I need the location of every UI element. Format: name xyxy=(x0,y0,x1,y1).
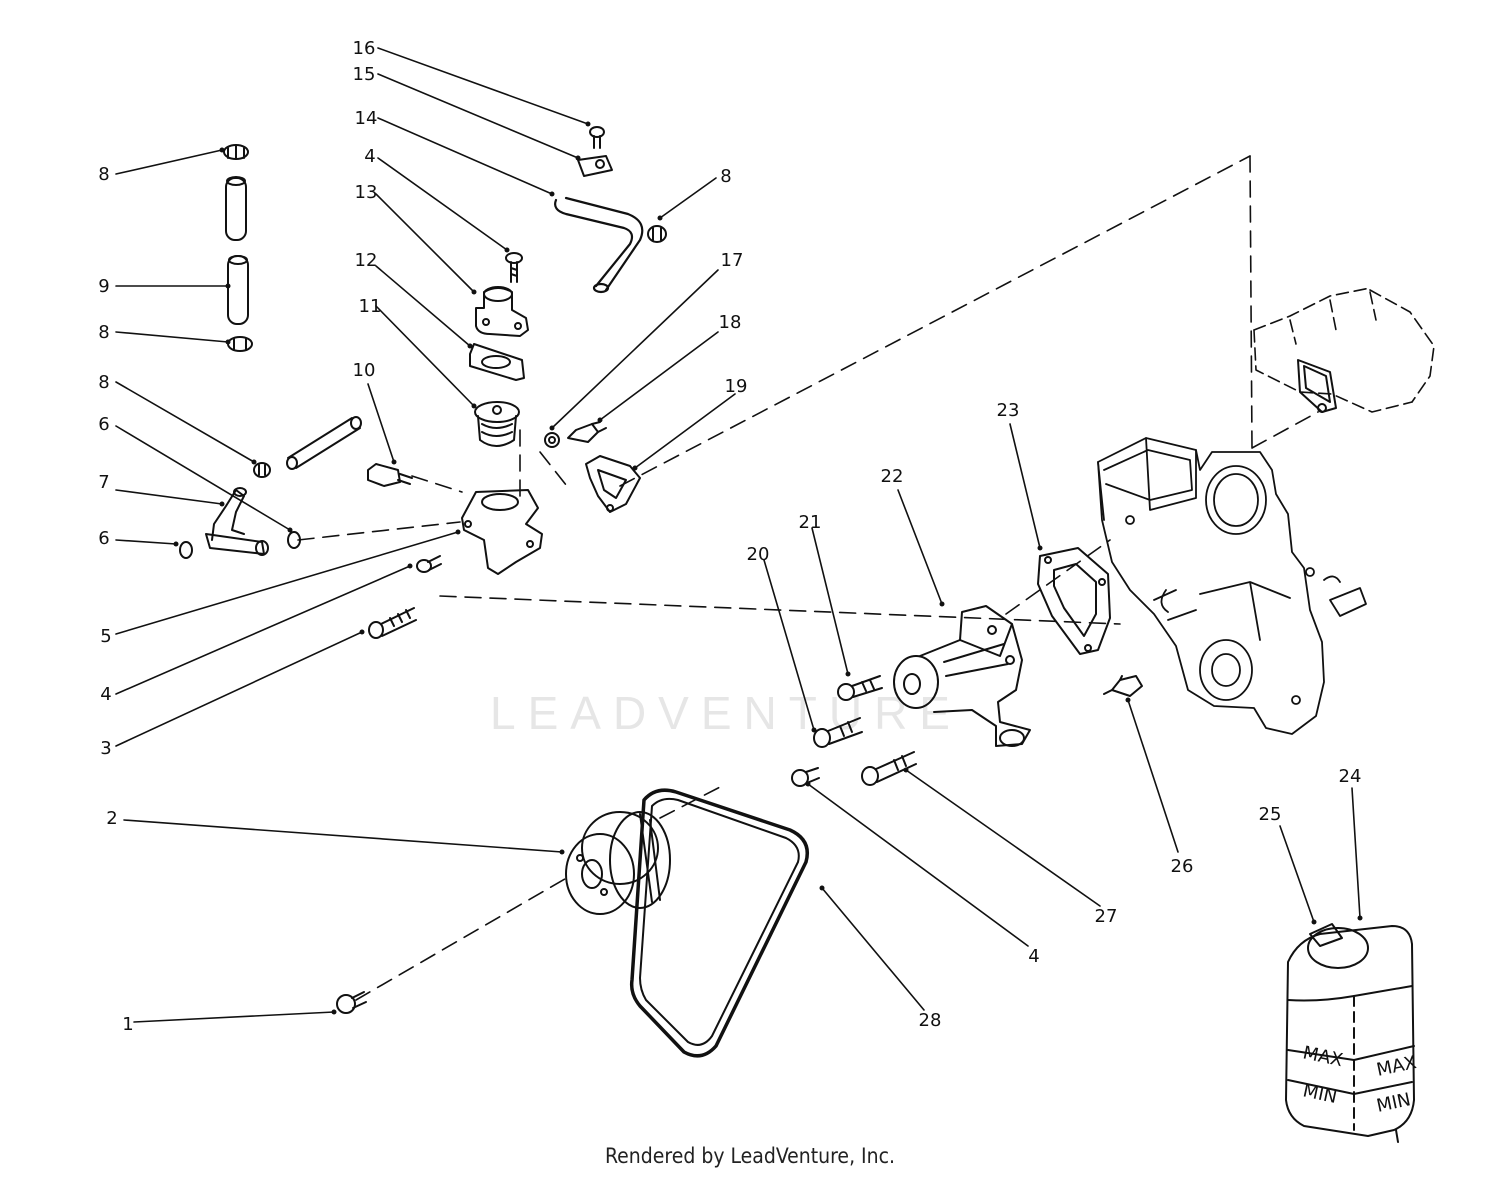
bolt-3-long xyxy=(368,607,417,639)
reserve-tank-cap xyxy=(1307,923,1369,969)
callout-8: 8 xyxy=(98,322,109,343)
thermostat-cover-13 xyxy=(475,286,529,337)
callout-10: 10 xyxy=(353,360,376,381)
tank-min-mark-left: MIN xyxy=(1301,1080,1339,1108)
callout-1: 1 xyxy=(122,1014,133,1035)
callout-19: 19 xyxy=(725,376,748,397)
callout-5: 5 xyxy=(100,626,111,647)
gear-case-cover xyxy=(1097,437,1367,735)
watermark: LEADVENTURE xyxy=(490,687,962,739)
assembly-dashed-lines xyxy=(297,155,1319,1001)
thermostat-gasket-12 xyxy=(469,343,525,381)
water-pump-22 xyxy=(893,605,1031,747)
bolt-21 xyxy=(837,675,883,701)
hose-clamp-lower xyxy=(227,336,253,352)
hose-clamp-top xyxy=(223,144,249,160)
callout-16: 16 xyxy=(353,38,376,59)
hose-upper xyxy=(225,176,247,241)
bypass-pipe-14 xyxy=(554,196,644,294)
outlet-gasket-19 xyxy=(585,455,641,513)
tank-max-mark-right: MAX xyxy=(1375,1052,1419,1081)
callout-6: 6 xyxy=(98,414,109,435)
hose-clamp-right xyxy=(647,225,667,243)
callout-27: 27 xyxy=(1095,906,1118,927)
callout-12: 12 xyxy=(355,250,378,271)
sender-26 xyxy=(1103,675,1143,697)
bolt-16 xyxy=(589,126,605,149)
bolt-4-lower xyxy=(791,767,820,787)
callout-8: 8 xyxy=(98,164,109,185)
callout-28: 28 xyxy=(919,1010,942,1031)
callout-14: 14 xyxy=(355,108,378,129)
callout-8: 8 xyxy=(720,166,731,187)
callout-18: 18 xyxy=(719,312,742,333)
pump-gasket-23 xyxy=(1037,547,1111,655)
leader-lines xyxy=(115,47,1361,1023)
callout-2: 2 xyxy=(106,808,117,829)
o-ring-6-right xyxy=(287,531,301,549)
callout-11: 11 xyxy=(359,296,382,317)
fan-pulley-2 xyxy=(565,811,671,915)
callout-4: 4 xyxy=(100,684,111,705)
v-belt-28 xyxy=(629,788,809,1058)
temp-switch-10 xyxy=(367,463,413,487)
hose-lower xyxy=(227,255,249,325)
callout-21: 21 xyxy=(799,512,822,533)
o-ring-6-left xyxy=(179,541,193,559)
temp-sender-18 xyxy=(567,421,607,443)
callout-25: 25 xyxy=(1259,804,1282,825)
callout-22: 22 xyxy=(881,466,904,487)
callout-17: 17 xyxy=(721,250,744,271)
engine-block-fragment xyxy=(1253,287,1435,413)
callout-4: 4 xyxy=(364,146,375,167)
callout-9: 9 xyxy=(98,276,109,297)
bolt-4-upper xyxy=(505,252,523,283)
engine-outlet-port xyxy=(1297,359,1337,413)
bolt-1 xyxy=(336,991,367,1014)
leader-dots xyxy=(173,121,1363,1015)
callout-8: 8 xyxy=(98,372,109,393)
washer-17 xyxy=(544,432,560,448)
callout-13: 13 xyxy=(355,182,378,203)
tank-min-mark-right: MIN xyxy=(1375,1089,1413,1117)
thermostat-11 xyxy=(474,401,520,447)
callout-15: 15 xyxy=(353,64,376,85)
credit-line: Rendered by LeadVenture, Inc. xyxy=(605,1144,895,1168)
callout-20: 20 xyxy=(747,544,770,565)
callout-26: 26 xyxy=(1171,856,1194,877)
callout-labels: 16 15 14 4 13 8 8 9 12 17 8 11 18 10 8 1… xyxy=(98,38,1361,1035)
water-outlet-housing-5 xyxy=(461,489,543,575)
callout-6: 6 xyxy=(98,528,109,549)
bolt-20 xyxy=(813,717,863,748)
bolt-4-mid xyxy=(416,555,442,573)
bolt-27 xyxy=(861,751,917,786)
callout-7: 7 xyxy=(98,472,109,493)
tank-max-mark-left: MAX xyxy=(1301,1042,1345,1071)
callout-4: 4 xyxy=(1028,946,1039,967)
callout-3: 3 xyxy=(100,738,111,759)
callout-24: 24 xyxy=(1339,766,1362,787)
clip-15 xyxy=(577,155,613,177)
water-pipe xyxy=(286,416,362,470)
callout-23: 23 xyxy=(997,400,1020,421)
hose-clamp-pipe xyxy=(253,462,271,478)
elbow-fitting-7 xyxy=(205,487,269,556)
